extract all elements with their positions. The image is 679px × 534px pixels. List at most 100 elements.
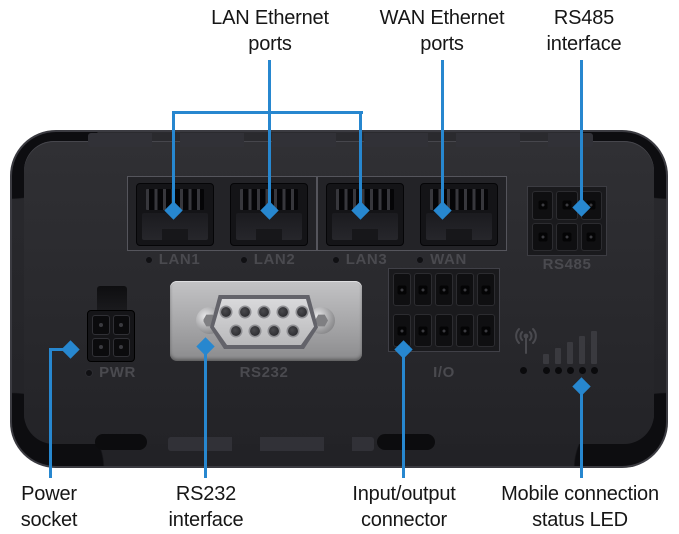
terminal-socket bbox=[414, 314, 432, 347]
rj45-notch bbox=[256, 229, 282, 240]
lan1-port-label: LAN1 bbox=[128, 251, 218, 268]
signal-bar bbox=[579, 336, 585, 364]
rs232-db9-connector bbox=[210, 295, 318, 349]
terminal-hole bbox=[397, 326, 407, 335]
terminal-hole bbox=[481, 326, 491, 335]
rj45-pins bbox=[146, 189, 204, 210]
terminal-socket bbox=[532, 191, 554, 220]
terminal-hole bbox=[562, 232, 572, 242]
rs232-interface-label-line1: RS232 bbox=[175, 483, 237, 505]
terminal-hole bbox=[418, 326, 428, 335]
device-foot bbox=[95, 434, 147, 450]
rs232-interface-label: RS232 interface bbox=[121, 481, 291, 533]
lan2-led-icon bbox=[240, 256, 247, 263]
ethernet-group-lan3-wan bbox=[317, 176, 507, 251]
power-pin bbox=[92, 315, 110, 335]
db9-pin-hole bbox=[278, 307, 288, 317]
wan-callout-line bbox=[441, 60, 444, 206]
power-pin bbox=[112, 315, 130, 335]
terminal-socket bbox=[532, 222, 554, 251]
db9-pin-hole bbox=[231, 326, 241, 336]
terminal-socket bbox=[435, 273, 453, 306]
mobile-status-led bbox=[520, 367, 527, 374]
terminal-socket bbox=[580, 222, 602, 251]
mobile-led-label-line1: Mobile connection bbox=[501, 483, 659, 505]
wan-port-label: WAN bbox=[397, 251, 487, 268]
device-foot bbox=[377, 434, 435, 450]
wan-ports-label: WAN Ethernet ports bbox=[362, 5, 522, 57]
io-port-label: I/O bbox=[399, 364, 489, 381]
ethernet-group-lan12 bbox=[127, 176, 317, 251]
terminal-hole bbox=[460, 326, 470, 335]
device-bottom-ridge bbox=[168, 437, 374, 451]
terminal-socket bbox=[456, 314, 474, 347]
io-connector-label-line2: connector bbox=[360, 509, 448, 531]
db9-pin-hole bbox=[269, 326, 279, 336]
lan-callout-stem bbox=[268, 60, 271, 114]
signal-led bbox=[555, 367, 562, 374]
signal-bar bbox=[543, 354, 549, 364]
terminal-socket bbox=[435, 314, 453, 347]
mobile-callout-line bbox=[580, 390, 583, 478]
lan-callout-bracket bbox=[172, 111, 363, 114]
lan2-port-label: LAN2 bbox=[223, 251, 313, 268]
rs232-interface-label-line2: interface bbox=[168, 509, 244, 531]
power-pin bbox=[112, 337, 130, 357]
power-socket-label: Power socket bbox=[0, 481, 134, 533]
pwr-port-label: PWR bbox=[66, 364, 156, 381]
wan-ports-label-line2: ports bbox=[420, 33, 464, 55]
terminal-socket bbox=[393, 273, 411, 306]
terminal-socket bbox=[556, 222, 578, 251]
rs485-port-label-text: RS485 bbox=[542, 256, 592, 273]
lan-ports-label-line1: LAN Ethernet bbox=[211, 7, 329, 29]
db9-pin-hole bbox=[259, 307, 269, 317]
terminal-hole bbox=[538, 200, 548, 210]
signal-strength-leds bbox=[543, 367, 605, 375]
lan2-callout-line bbox=[268, 111, 271, 206]
power-connector bbox=[87, 310, 135, 362]
db9-pin-hole bbox=[250, 326, 260, 336]
io-connector-label: Input/output connector bbox=[319, 481, 489, 533]
db9-pin-hole bbox=[240, 307, 250, 317]
signal-bar bbox=[567, 342, 573, 364]
power-socket-label-line2: socket bbox=[20, 509, 78, 531]
terminal-hole bbox=[586, 200, 596, 210]
terminal-socket bbox=[414, 273, 432, 306]
rs232-callout-line bbox=[204, 350, 207, 478]
lan3-callout-line bbox=[359, 111, 362, 206]
power-callout-line-horizontal bbox=[49, 348, 66, 351]
signal-led bbox=[591, 367, 598, 374]
lan2-port-label-text: LAN2 bbox=[253, 251, 296, 268]
terminal-hole bbox=[562, 200, 572, 210]
wan-port-label-text: WAN bbox=[430, 251, 467, 268]
lan-ports-label: LAN Ethernet ports bbox=[190, 5, 350, 57]
terminal-hole bbox=[538, 232, 548, 242]
lan1-led-icon bbox=[145, 256, 152, 263]
signal-antenna-icon bbox=[510, 326, 542, 361]
wan-port bbox=[420, 183, 498, 246]
io-connector-label-line1: Input/output bbox=[352, 483, 456, 505]
db9-pin-hole bbox=[288, 326, 298, 336]
power-connector-latch bbox=[97, 286, 127, 312]
wan-ports-label-line1: WAN Ethernet bbox=[379, 7, 505, 29]
lan3-led-icon bbox=[332, 256, 339, 263]
rs232-port-label: RS232 bbox=[219, 364, 309, 381]
rj45-notch bbox=[446, 229, 472, 240]
pwr-led-icon bbox=[86, 369, 93, 376]
terminal-hole bbox=[418, 285, 428, 294]
signal-bar bbox=[555, 348, 561, 364]
pwr-port-label-text: PWR bbox=[99, 364, 136, 381]
lan1-callout-line bbox=[172, 111, 175, 206]
terminal-socket bbox=[393, 314, 411, 347]
rs485-port-label: RS485 bbox=[522, 256, 612, 273]
lan1-port-label-text: LAN1 bbox=[158, 251, 201, 268]
power-callout-line-vertical bbox=[49, 348, 52, 478]
rs485-interface-label-line1: RS485 bbox=[553, 7, 615, 29]
terminal-hole bbox=[460, 285, 470, 294]
signal-led bbox=[543, 367, 550, 374]
terminal-hole bbox=[439, 326, 449, 335]
rj45-notch bbox=[352, 229, 378, 240]
terminal-hole bbox=[397, 285, 407, 294]
signal-strength-bars-icon bbox=[543, 328, 605, 364]
db9-pin-hole bbox=[221, 307, 231, 317]
